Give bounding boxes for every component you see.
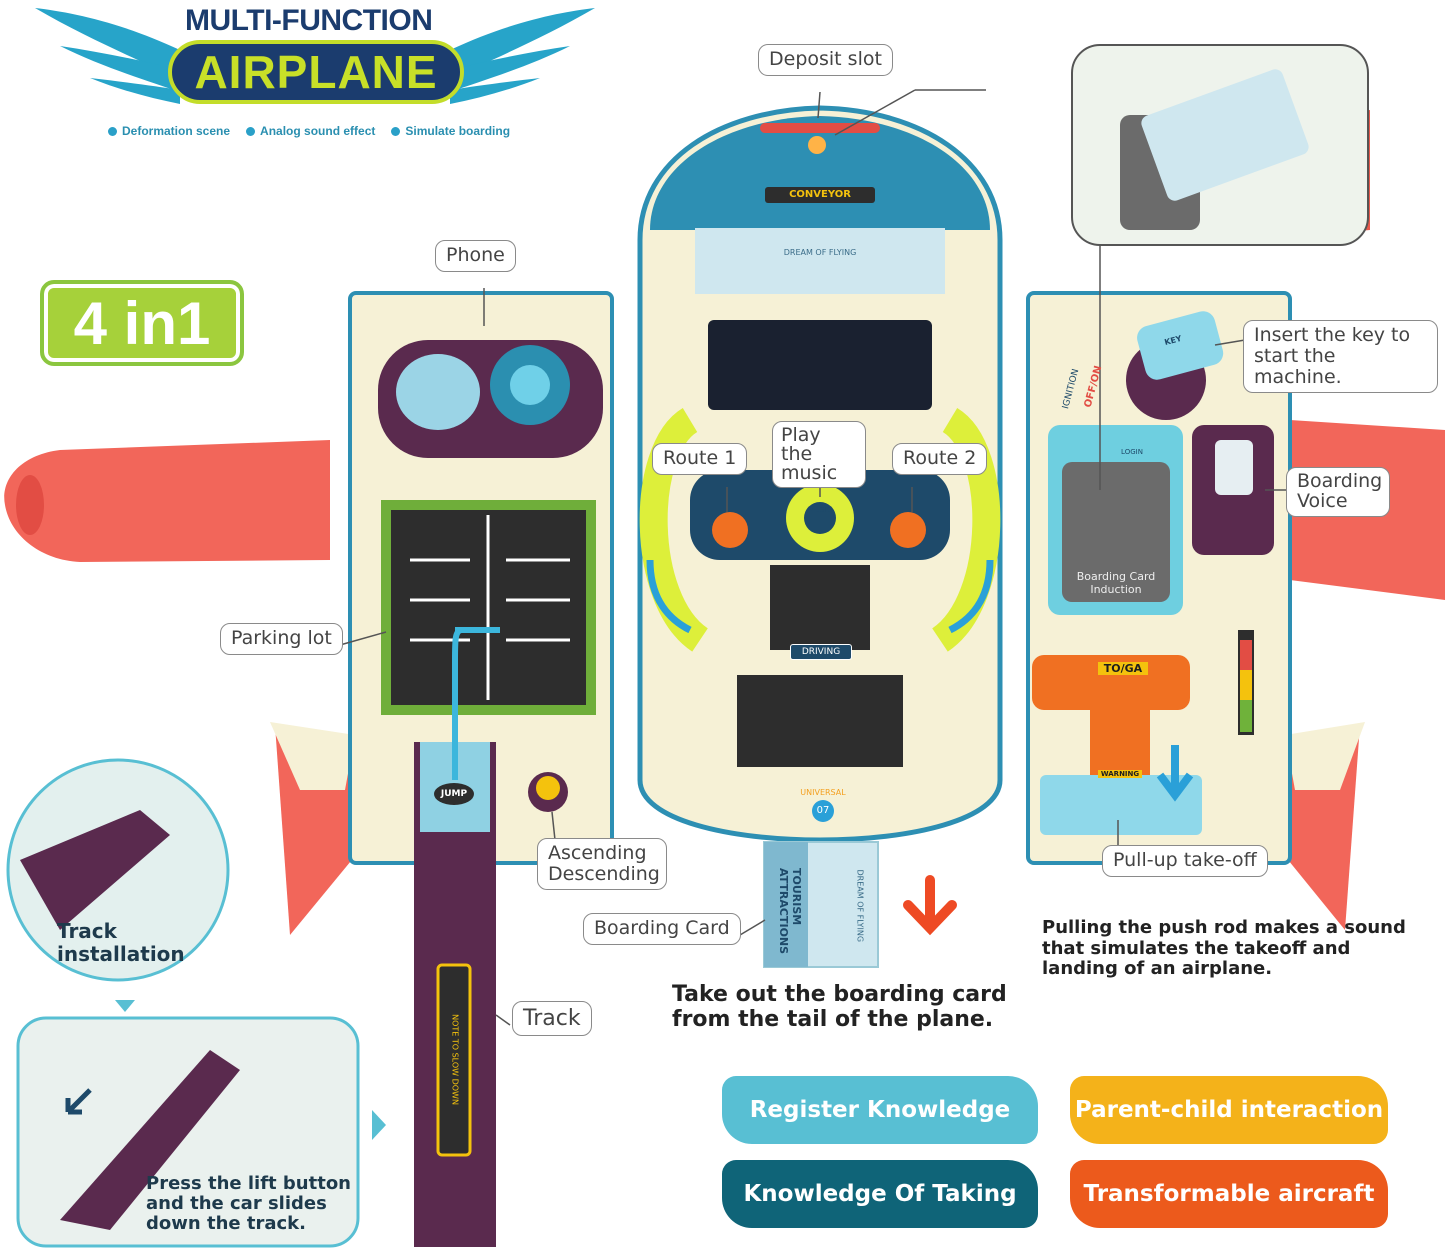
caption-pulling-rod: Pulling the push rod makes a sound that …: [1042, 917, 1406, 980]
feature-tag: Simulate boarding: [391, 124, 510, 138]
card-side-text: DREAM OF FLYING: [855, 869, 865, 943]
universal-number: 07: [812, 800, 834, 822]
feature-tag: Analog sound effect: [246, 124, 375, 138]
card-title: TOURISM ATTRACTIONS: [777, 868, 803, 955]
callout-track: Track: [512, 1001, 592, 1037]
callout-phone: Phone: [435, 240, 516, 272]
conveyor-label: CONVEYOR: [765, 187, 875, 203]
pill-knowledge-of-taking: Knowledge Of Taking: [722, 1160, 1038, 1228]
callout-ascending-descending: Ascending Descending: [537, 838, 667, 890]
feature-tags: Deformation scene Analog sound effect Si…: [108, 124, 510, 138]
bullet-icon: [246, 126, 256, 136]
logo-subtitle: MULTI-FUNCTION: [185, 4, 433, 37]
left-wing: [4, 440, 330, 562]
universal-label: UNIVERSAL: [800, 788, 846, 797]
warning-label: WARNING: [1098, 770, 1142, 778]
callout-parking-lot: Parking lot: [220, 623, 343, 655]
callout-play-music: Play the music: [772, 421, 866, 488]
logo-wings: [35, 8, 595, 104]
throttle-lever: [1032, 655, 1190, 710]
caption-track-installation: Track installation: [57, 919, 185, 966]
logo-title: AIRPLANE: [168, 40, 464, 104]
key: [1137, 311, 1224, 380]
callout-boarding-card: Boarding Card: [583, 913, 741, 945]
dashboard-display: [708, 320, 932, 410]
caption-press-lift: Press the lift button and the car slides…: [146, 1173, 351, 1234]
pill-parent-child-interaction: Parent-child interaction: [1070, 1076, 1388, 1144]
toga-label: TO/GA: [1098, 662, 1148, 675]
login-label: LOGIN: [1121, 448, 1143, 456]
fuselage-screen: [695, 228, 945, 294]
callout-deposit-slot: Deposit slot: [758, 44, 893, 76]
four-in-one-badge: 4 in1: [40, 280, 244, 366]
track-warning-label: NOTE TO SLOW DOWN: [450, 1014, 460, 1105]
callout-route-2: Route 2: [892, 443, 988, 475]
feature-tag: Deformation scene: [108, 124, 230, 138]
driving-label: DRIVING: [790, 644, 852, 660]
callout-boarding-voice: Boarding Voice: [1286, 467, 1390, 517]
callout-route-1: Route 1: [652, 443, 748, 475]
pill-transformable-aircraft: Transformable aircraft: [1070, 1160, 1388, 1228]
callout-pull-up-take-off: Pull-up take-off: [1102, 845, 1268, 877]
card-induction-label: Boarding Card Induction: [1076, 570, 1156, 597]
jump-label: JUMP: [434, 783, 474, 805]
bullet-icon: [108, 126, 117, 136]
callout-insert-key: Insert the key to start the machine.: [1243, 320, 1438, 393]
screen-text: DREAM OF FLYING: [783, 248, 857, 257]
bullet-icon: [391, 126, 401, 136]
left-wing-tip: [16, 475, 44, 535]
caption-take-out-card: Take out the boarding card from the tail…: [672, 982, 1007, 1033]
music-label: MUSIC: [808, 506, 832, 514]
pill-register-knowledge: Register Knowledge: [722, 1076, 1038, 1144]
